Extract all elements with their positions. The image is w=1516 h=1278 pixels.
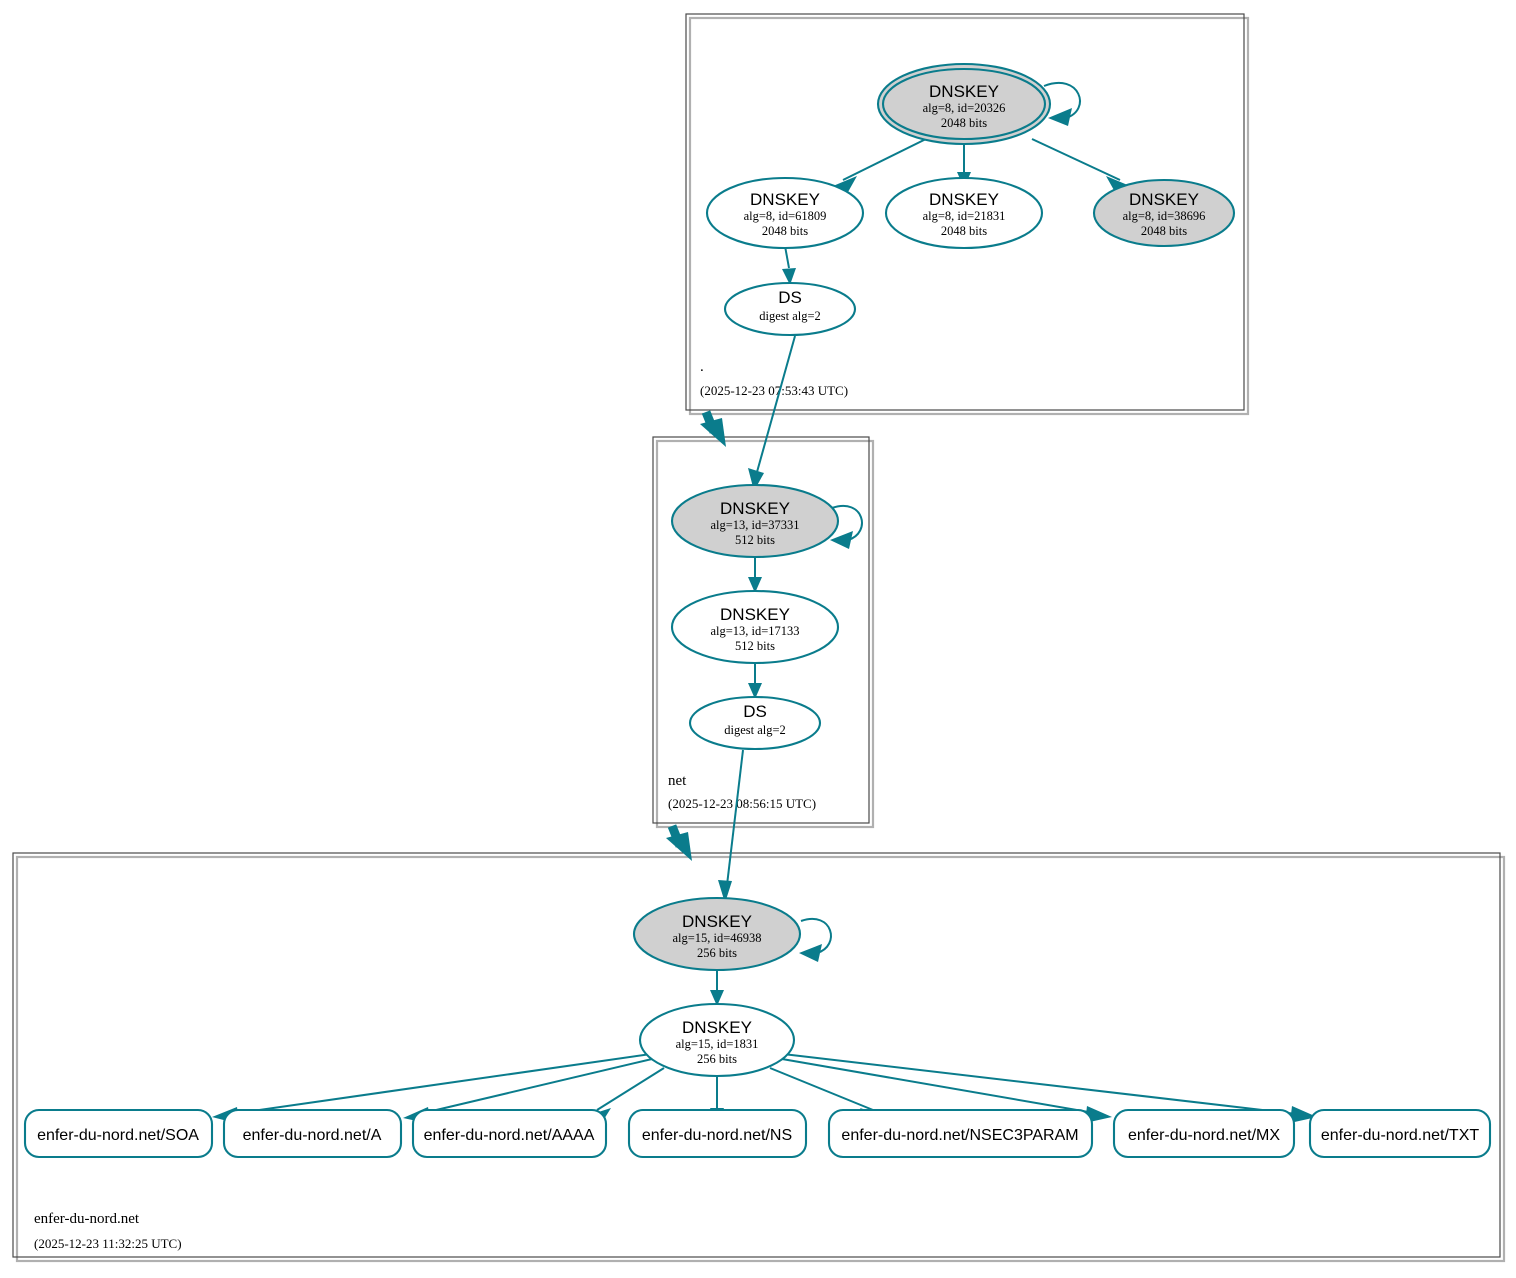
node-net-ds[interactable]: DS digest alg=2 — [688, 695, 822, 751]
node-root-zsk-38696-line3: 2048 bits — [1141, 224, 1187, 238]
node-enfer-ksk-line2: alg=15, id=46938 — [672, 931, 761, 945]
zone-enfer-timestamp: (2025-12-23 11:32:25 UTC) — [34, 1236, 182, 1251]
edge-root-ds-to-net-ksk-line — [756, 335, 796, 473]
rrset-soa[interactable]: enfer-du-nord.net/SOA — [23, 1108, 214, 1159]
rrset-nsec3param[interactable]: enfer-du-nord.net/NSEC3PARAM — [827, 1108, 1094, 1159]
edge-net-ds-to-enfer-ksk-line — [726, 749, 744, 886]
rrset-mx[interactable]: enfer-du-nord.net/MX — [1112, 1108, 1296, 1159]
zone-root: . (2025-12-23 07:53:43 UTC) — [685, 13, 1250, 416]
edge-root-ds-to-net-ksk — [748, 335, 796, 491]
edge-net-ksk-self — [831, 505, 863, 541]
edge-zsk-to-mx — [781, 1058, 1101, 1115]
node-root-ksk-line2: alg=8, id=20326 — [923, 101, 1006, 115]
rrset-aaaa-label: enfer-du-nord.net/AAAA — [424, 1127, 595, 1144]
edge-enfer-ksk-self-arrowhead — [799, 944, 822, 962]
node-root-ds-line2: digest alg=2 — [759, 309, 821, 323]
node-root-ksk-line3: 2048 bits — [941, 116, 987, 130]
node-net-ds-title: DS — [743, 702, 767, 721]
node-net-ksk-line3: 512 bits — [735, 533, 775, 547]
node-net-ksk-line2: alg=13, id=37331 — [710, 518, 799, 532]
rrset-soa-label: enfer-du-nord.net/SOA — [37, 1127, 199, 1144]
edge-zsk-to-soa — [223, 1053, 652, 1116]
node-root-zsk-61809-line2: alg=8, id=61809 — [744, 209, 827, 223]
edge-zsk-to-aaaa — [596, 1067, 665, 1111]
node-enfer-zsk-line2: alg=15, id=1831 — [676, 1037, 759, 1051]
edge-root-zsk1-ds-arrowhead — [782, 268, 796, 285]
rrset-txt-label: enfer-du-nord.net/TXT — [1321, 1127, 1480, 1144]
zone-net-timestamp: (2025-12-23 08:56:15 UTC) — [668, 796, 816, 811]
zone-enfer-du-nord-net: enfer-du-nord.net (2025-12-23 11:32:25 U… — [12, 852, 1506, 1263]
node-net-ksk[interactable]: DNSKEY alg=13, id=37331 512 bits — [670, 483, 840, 559]
edge-enfer-ksk-zsk-arrowhead — [710, 990, 724, 1006]
node-root-zsk-61809-line3: 2048 bits — [762, 224, 808, 238]
edge-zsk-to-txt — [782, 1053, 1306, 1116]
delegation-root-to-net — [700, 410, 726, 447]
rrset-nsec3param-label: enfer-du-nord.net/NSEC3PARAM — [841, 1127, 1078, 1144]
edge-net-ksk-self-arrowhead — [830, 531, 853, 549]
edge-root-ksk-zsk3 — [1031, 138, 1121, 181]
node-root-ksk[interactable]: DNSKEY alg=8, id=20326 2048 bits — [876, 62, 1052, 146]
zone-root-name: . — [700, 359, 704, 375]
node-net-zsk[interactable]: DNSKEY alg=13, id=17133 512 bits — [670, 589, 840, 665]
node-root-zsk-21831[interactable]: DNSKEY alg=8, id=21831 2048 bits — [884, 176, 1044, 250]
node-root-zsk-21831-line2: alg=8, id=21831 — [923, 209, 1006, 223]
node-net-zsk-line3: 512 bits — [735, 639, 775, 653]
edge-enfer-ksk-self — [800, 918, 832, 954]
node-net-ds-line2: digest alg=2 — [724, 723, 786, 737]
rrset-aaaa[interactable]: enfer-du-nord.net/AAAA — [411, 1108, 608, 1159]
node-root-ds[interactable]: DS digest alg=2 — [723, 281, 857, 337]
edge-root-ds-to-net-ksk-arrowhead — [748, 468, 764, 491]
node-root-ksk-title: DNSKEY — [929, 82, 999, 101]
zone-root-timestamp: (2025-12-23 07:53:43 UTC) — [700, 383, 848, 398]
node-root-zsk-38696[interactable]: DNSKEY alg=8, id=38696 2048 bits — [1092, 178, 1236, 248]
delegation-root-to-net-arrowhead — [700, 418, 726, 447]
rrset-ns[interactable]: enfer-du-nord.net/NS — [627, 1108, 808, 1159]
edge-net-ds-to-enfer-ksk-arrowhead — [718, 880, 732, 903]
zone-net-name: net — [668, 773, 687, 789]
edge-zsk-to-a — [414, 1058, 653, 1116]
rrset-a[interactable]: enfer-du-nord.net/A — [222, 1108, 403, 1159]
edge-net-zsk-ds-arrowhead — [748, 683, 762, 699]
node-enfer-ksk-title: DNSKEY — [682, 912, 752, 931]
node-root-zsk-61809-title: DNSKEY — [750, 190, 820, 209]
node-net-zsk-line2: alg=13, id=17133 — [710, 624, 799, 638]
node-enfer-zsk-title: DNSKEY — [682, 1018, 752, 1037]
node-root-zsk-61809[interactable]: DNSKEY alg=8, id=61809 2048 bits — [705, 176, 865, 250]
zone-enfer-name: enfer-du-nord.net — [34, 1211, 140, 1227]
edge-root-ksk-self-arrowhead — [1048, 108, 1072, 126]
edge-root-zsk1-ds — [784, 245, 790, 269]
node-root-zsk-38696-line2: alg=8, id=38696 — [1123, 209, 1206, 223]
node-net-ksk-title: DNSKEY — [720, 499, 790, 518]
zone-net: net (2025-12-23 08:56:15 UTC) — [652, 436, 875, 829]
node-root-ds-title: DS — [778, 288, 802, 307]
node-enfer-ksk[interactable]: DNSKEY alg=15, id=46938 256 bits — [632, 896, 802, 972]
rrset-txt[interactable]: enfer-du-nord.net/TXT — [1308, 1108, 1492, 1159]
edge-net-ksk-zsk-arrowhead — [748, 577, 762, 593]
edge-net-ds-to-enfer-ksk — [718, 749, 744, 903]
edge-zsk-to-nsec3param — [769, 1067, 874, 1111]
edge-zsk-to-txt-arrowhead — [1290, 1106, 1317, 1123]
rrset-a-label: enfer-du-nord.net/A — [243, 1127, 382, 1144]
rrset-mx-label: enfer-du-nord.net/MX — [1128, 1127, 1280, 1144]
node-enfer-zsk[interactable]: DNSKEY alg=15, id=1831 256 bits — [638, 1002, 796, 1078]
delegation-net-to-enfer-arrowhead — [666, 832, 692, 861]
rrset-ns-label: enfer-du-nord.net/NS — [642, 1127, 792, 1144]
net-edges — [748, 505, 863, 699]
edge-root-ksk-zsk1 — [842, 136, 931, 181]
node-root-zsk-21831-title: DNSKEY — [929, 190, 999, 209]
node-enfer-ksk-line3: 256 bits — [697, 946, 737, 960]
node-enfer-zsk-line3: 256 bits — [697, 1052, 737, 1066]
delegation-net-to-enfer — [666, 824, 692, 861]
edge-root-ksk-self — [1043, 82, 1081, 119]
node-net-zsk-title: DNSKEY — [720, 605, 790, 624]
node-root-zsk-38696-title: DNSKEY — [1129, 190, 1199, 209]
node-root-zsk-21831-line3: 2048 bits — [941, 224, 987, 238]
